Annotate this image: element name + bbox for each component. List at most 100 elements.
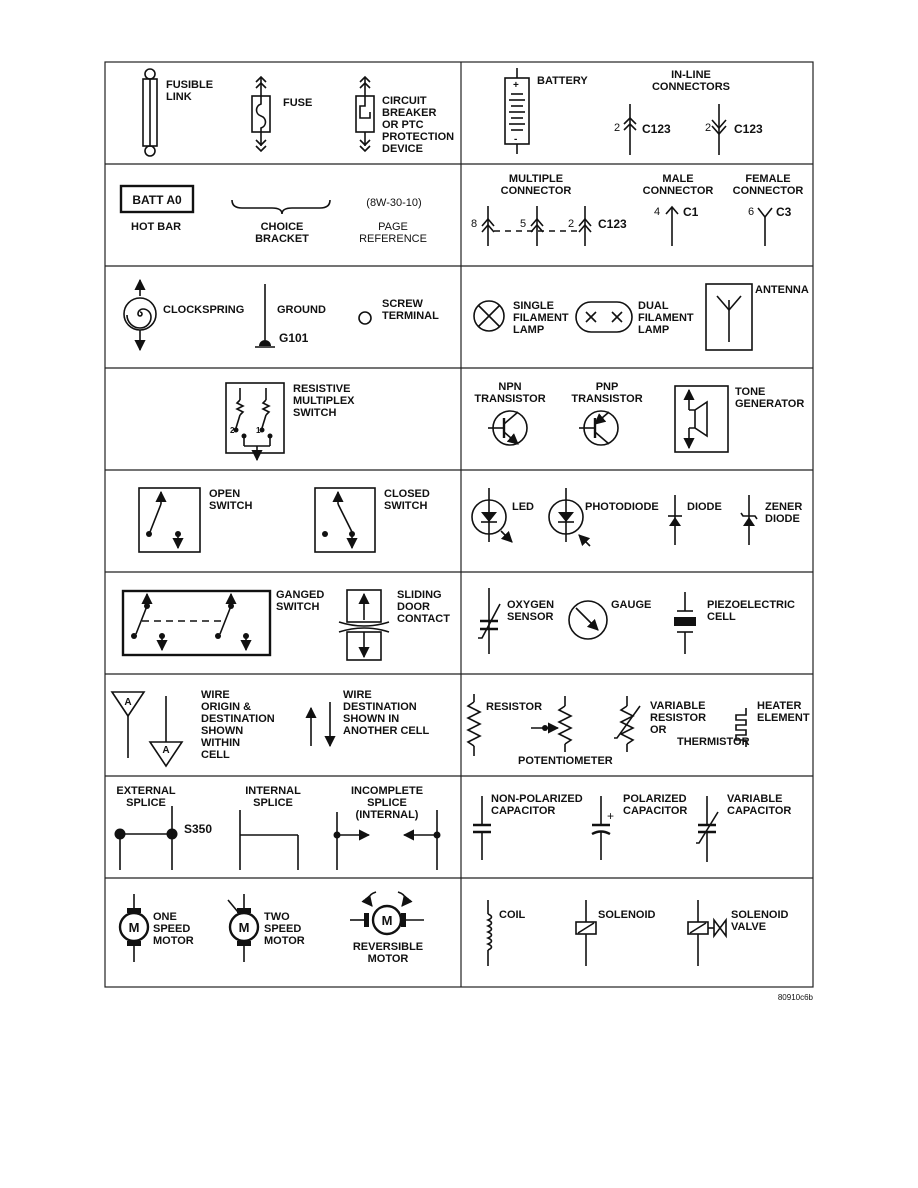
male-connector-num: 4 (654, 206, 660, 218)
variable-capacitor-symbol (696, 796, 719, 862)
male-connector-code: C1 (683, 205, 699, 219)
multiple-connector-num-8: 8 (471, 218, 477, 230)
open-switch-symbol (138, 487, 201, 553)
multiple-connector-num-2: 2 (568, 218, 574, 230)
gauge-symbol (568, 600, 608, 640)
clockspring-label: CLOCKSPRING (163, 304, 244, 316)
batt-bar-box (119, 184, 195, 214)
male-connector-symbol (665, 205, 679, 246)
closed-switch-symbol (314, 487, 376, 553)
ganged-switch-symbol (121, 589, 272, 657)
solenoid-label: SOLENOID (598, 909, 656, 921)
antenna-label: ANTENNA (755, 284, 809, 296)
gauge-label: GAUGE (611, 599, 651, 611)
fuse-label: FUSE (283, 97, 312, 109)
wire-destination-arrows (305, 702, 336, 748)
sliding-door-contact-symbol (338, 589, 390, 661)
coil-label: COIL (499, 909, 526, 921)
potentiometer-symbol (531, 696, 573, 752)
zener-diode-symbol (740, 495, 758, 545)
svg-text:-: - (514, 134, 517, 145)
two-speed-motor-symbol (227, 894, 260, 962)
multiple-connector-num-5: 5 (520, 218, 526, 230)
ground-label: GROUND (277, 304, 326, 316)
multiple-connector-symbol (481, 206, 592, 246)
legend-grid (104, 61, 814, 988)
resistor-symbol (466, 694, 482, 756)
internal-splice-symbol (239, 810, 299, 870)
polarized-capacitor-plus: + (607, 809, 614, 823)
incomplete-splice-symbol (333, 810, 441, 870)
svg-text:2: 2 (230, 426, 235, 435)
inline-connector-num-1: 2 (614, 122, 620, 134)
solenoid-valve-symbol (687, 900, 727, 966)
wire-destination-label: WIRE DESTINATION SHOWN IN ANOTHER CELL (343, 689, 429, 737)
hot-bar-label: HOT BAR (131, 221, 181, 233)
fusible-link-symbol (142, 68, 158, 157)
potentiometer-label: POTENTIOMETER (518, 755, 613, 767)
inline-connector-code-1: C123 (642, 122, 671, 136)
external-splice-code: S350 (184, 822, 212, 836)
variable-resistor-symbol (614, 696, 641, 752)
heater-element-symbol (735, 708, 747, 747)
batt-bar-text: BATT A0 (132, 193, 182, 207)
led-symbol (471, 488, 513, 543)
reversible-motor-letter: M (382, 913, 393, 928)
led-label: LED (512, 501, 534, 513)
diode-symbol (668, 495, 682, 545)
figure-code: 80910c6b (778, 993, 814, 1002)
photodiode-label: PHOTODIODE (585, 501, 659, 513)
inline-connector-code-2: C123 (734, 122, 763, 136)
tone-generator-symbol (674, 385, 729, 453)
wire-origin-label: WIRE ORIGIN & DESTINATION SHOWN WITHIN C… (201, 689, 278, 761)
battery-label: BATTERY (537, 75, 588, 87)
pnp-transistor-symbol (579, 410, 619, 446)
inline-connector-male-symbol (623, 104, 637, 155)
resistor-label: RESISTOR (486, 701, 542, 713)
inline-connector-num-2: 2 (705, 122, 711, 134)
screw-terminal-symbol (358, 311, 372, 325)
coil-symbol (485, 900, 493, 966)
single-filament-lamp-symbol (473, 300, 505, 332)
clockspring-symbol (123, 278, 157, 352)
variable-resistor-label: VARIABLE RESISTOR OR THERMISTOR (650, 700, 750, 748)
external-splice-symbol (114, 806, 178, 870)
npn-transistor-symbol (488, 410, 528, 446)
dual-filament-lamp-symbol (575, 301, 633, 333)
one-speed-motor-symbol (118, 894, 150, 962)
oxygen-sensor-symbol (478, 588, 501, 654)
two-speed-motor-letter: M (239, 920, 250, 935)
svg-text:+: + (513, 80, 519, 91)
photodiode-symbol (548, 488, 591, 547)
polarized-capacitor-symbol (591, 796, 611, 860)
choice-bracket-symbol (231, 199, 331, 215)
non-polarized-capacitor-symbol (473, 796, 491, 860)
reversible-motor-symbol (350, 891, 424, 936)
circuit-breaker-label: CIRCUIT BREAKER OR PTC PROTECTION DEVICE (382, 95, 457, 155)
wire-origin-symbol (110, 691, 184, 768)
ground-code: G101 (279, 331, 309, 345)
